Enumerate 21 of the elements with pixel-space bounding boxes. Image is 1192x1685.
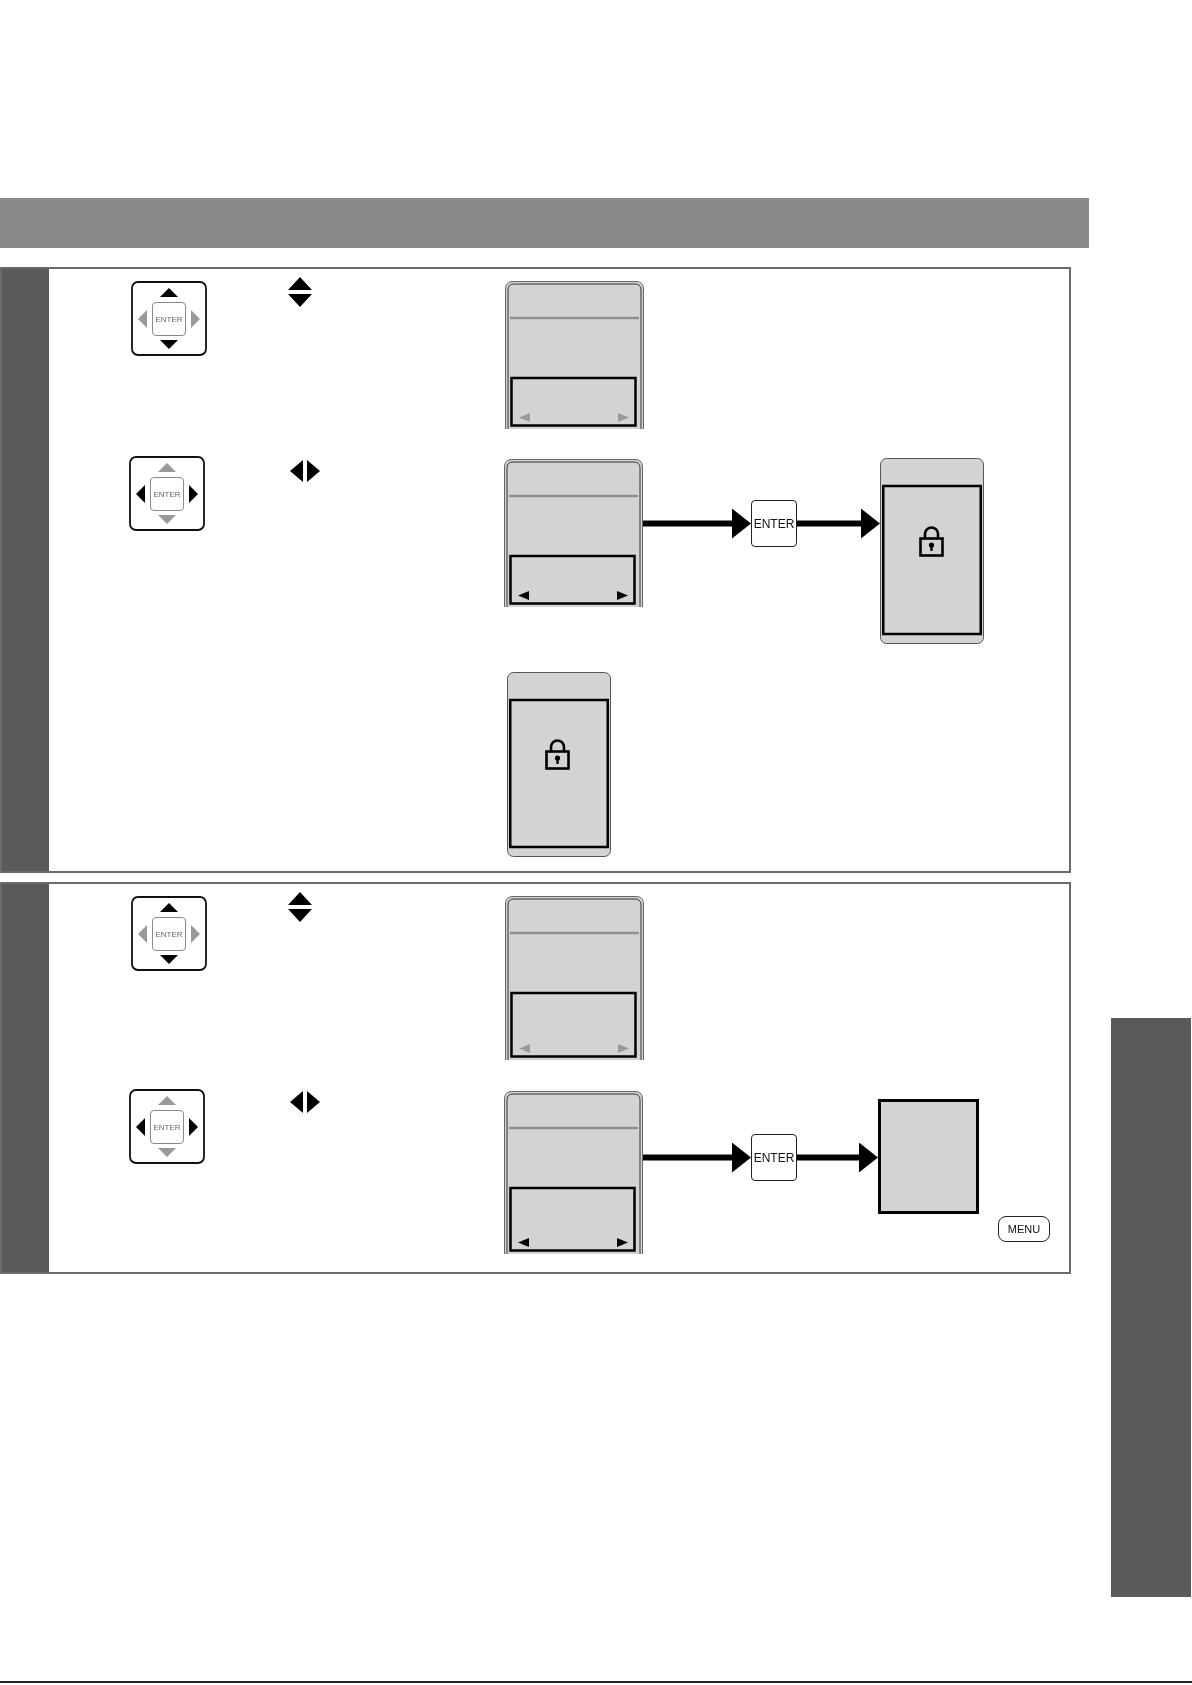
center-key: ENTER <box>150 1110 184 1144</box>
lcd-screen <box>505 896 644 1060</box>
lcd-screen <box>505 281 644 429</box>
arrow <box>797 508 880 539</box>
arrow <box>643 1142 751 1173</box>
side-tab <box>1111 1018 1191 1597</box>
arrow <box>797 1142 878 1173</box>
center-key: ENTER <box>152 302 186 336</box>
lcd-screen <box>504 1091 643 1254</box>
step-panel <box>0 882 1071 1274</box>
arrow <box>643 508 751 539</box>
center-key: ENTER <box>152 917 186 951</box>
lcd-screen <box>880 458 984 644</box>
remote-key: MENU <box>998 1216 1050 1242</box>
lcd-screen <box>504 459 643 607</box>
remote-key: ENTER <box>751 500 797 547</box>
lcd-screen <box>507 672 611 857</box>
lcd-screen <box>878 1099 979 1214</box>
remote-key: ENTER <box>751 1134 797 1181</box>
center-key: ENTER <box>150 477 184 511</box>
step-panel <box>0 267 1071 873</box>
